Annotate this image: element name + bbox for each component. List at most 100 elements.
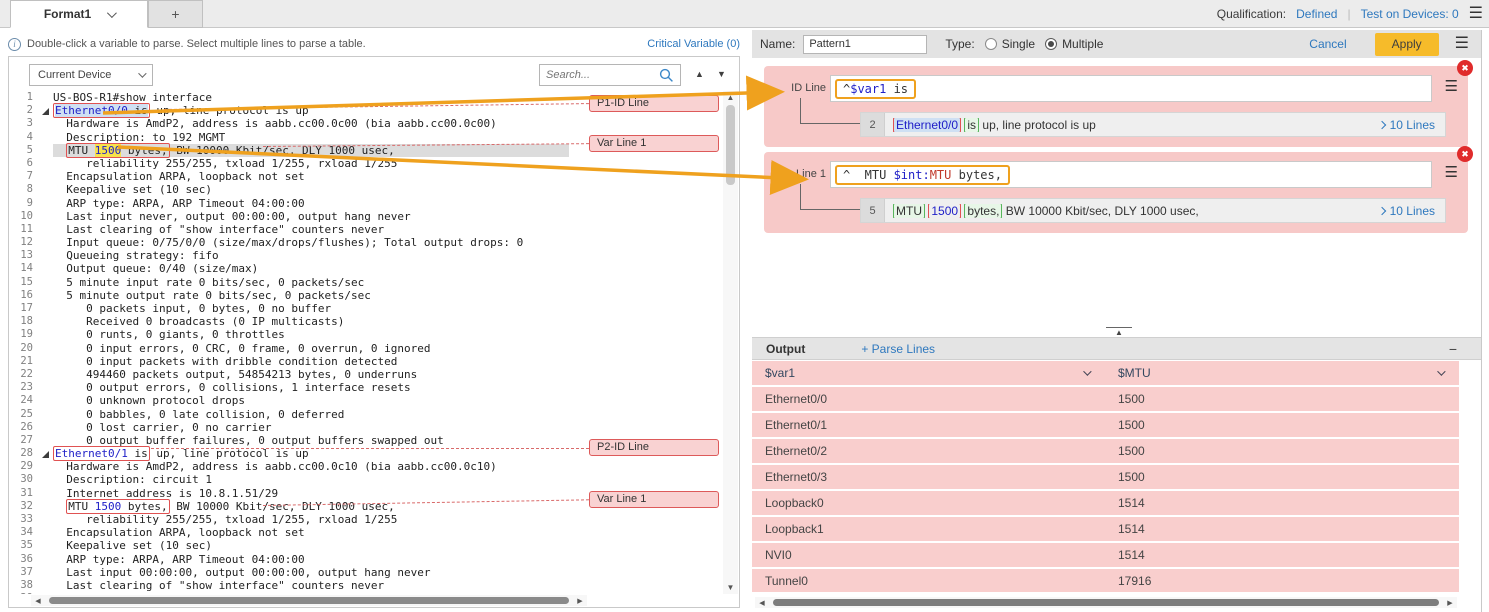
tab-format1-label: Format1: [44, 7, 91, 21]
tab-format1[interactable]: Format1: [10, 0, 148, 28]
critical-variable-link[interactable]: Critical Variable (0): [647, 38, 740, 50]
column-header[interactable]: $MTU: [1105, 366, 1459, 380]
output-cell: 1500: [1105, 392, 1459, 406]
code-line: 7 Encapsulation ARPA, loopback not set: [9, 170, 569, 183]
type-label: Type:: [945, 37, 974, 51]
type-multiple-radio[interactable]: [1045, 38, 1057, 50]
info-text: Double-click a variable to parse. Select…: [27, 38, 366, 50]
sample-line: 5 MTU 1500 bytes, BW 10000 Kbit/sec, DLY…: [860, 198, 1446, 223]
pattern-block-id-line: ✖ ID Line ^$var1 is ☰ 2 Ethernet0/0 is u…: [764, 66, 1468, 147]
tab-bar: Format1 + Qualification: Defined | Test …: [0, 0, 1489, 28]
output-table-row: Ethernet0/31500: [752, 465, 1459, 489]
scroll-left-icon[interactable]: ◀: [31, 597, 45, 605]
search-prev-button[interactable]: ▲: [695, 69, 704, 79]
output-title: Output: [766, 342, 805, 356]
type-multiple-label[interactable]: Multiple: [1062, 37, 1103, 51]
scrollbar-thumb[interactable]: [49, 597, 569, 604]
fold-marker-icon[interactable]: [42, 451, 49, 458]
pattern-block-var-line-1: ✖ Var Line 1 ^ MTU $int:MTU bytes, ☰ 5 M…: [764, 152, 1468, 233]
apply-button[interactable]: Apply: [1375, 33, 1439, 56]
chevron-down-icon[interactable]: [1083, 367, 1091, 375]
regex-menu-icon[interactable]: ☰: [1445, 79, 1458, 94]
cancel-button[interactable]: Cancel: [1309, 37, 1346, 51]
code-line: 38 Last clearing of "show interface" cou…: [9, 579, 569, 592]
output-table-row: Ethernet0/21500: [752, 439, 1459, 463]
parse-marker-label[interactable]: P2-ID Line: [589, 439, 719, 456]
column-header[interactable]: $var1: [752, 366, 1105, 380]
left-panel: i Double-click a variable to parse. Sele…: [8, 34, 740, 608]
pattern-regex-input[interactable]: ^$var1 is: [830, 75, 1432, 102]
output-cell: Ethernet0/3: [752, 470, 1105, 484]
lines-count-label: 10 Lines: [1390, 204, 1435, 218]
fold-marker-icon[interactable]: [42, 108, 49, 115]
chevron-right-icon: [1377, 206, 1385, 214]
type-single-label[interactable]: Single: [1002, 37, 1035, 51]
scroll-right-icon[interactable]: ▶: [1443, 599, 1457, 607]
remove-pattern-icon[interactable]: ✖: [1457, 60, 1473, 76]
search-icon[interactable]: [659, 68, 674, 83]
code-line: 30 Description: circuit 1: [9, 473, 569, 486]
code-line: 21 0 input packets with dribble conditio…: [9, 355, 569, 368]
parse-marker-label[interactable]: Var Line 1: [589, 135, 719, 152]
device-selector[interactable]: Current Device: [29, 64, 153, 86]
code-vertical-scrollbar[interactable]: ▲ ▼: [723, 91, 738, 594]
output-horizontal-scrollbar[interactable]: ◀ ▶: [755, 597, 1457, 608]
pattern-regex-input[interactable]: ^ MTU $int:MTU bytes,: [830, 161, 1432, 188]
sample-line-number: 2: [861, 113, 885, 136]
scroll-left-icon[interactable]: ◀: [755, 599, 769, 607]
top-menu-icon[interactable]: ☰: [1469, 6, 1483, 22]
chevron-down-icon[interactable]: [1437, 367, 1445, 375]
code-line: 18 Received 0 broadcasts (0 IP multicast…: [9, 315, 569, 328]
code-line: 6 reliability 255/255, txload 1/255, rxl…: [9, 157, 569, 170]
qualification-defined-link[interactable]: Defined: [1296, 7, 1337, 21]
output-table-row: NVI01514: [752, 543, 1459, 567]
minimize-icon[interactable]: −: [1449, 341, 1457, 357]
remove-pattern-icon[interactable]: ✖: [1457, 146, 1473, 162]
code-line: 13 Queueing strategy: fifo: [9, 249, 569, 262]
code-line: 25 0 babbles, 0 late collision, 0 deferr…: [9, 408, 569, 421]
lines-count-label: 10 Lines: [1390, 118, 1435, 132]
sample-line: 2 Ethernet0/0 is up, line protocol is up…: [860, 112, 1446, 137]
scroll-right-icon[interactable]: ▶: [573, 597, 587, 605]
connector-dashed-3: [151, 448, 589, 449]
code-line: 34 Encapsulation ARPA, loopback not set: [9, 526, 569, 539]
code-line: 20 0 input errors, 0 CRC, 0 frame, 0 ove…: [9, 342, 569, 355]
scroll-up-icon[interactable]: ▲: [723, 93, 738, 102]
regex-text: ^$var1 is: [843, 82, 908, 96]
type-single-radio[interactable]: [985, 38, 997, 50]
search-box[interactable]: [539, 64, 681, 86]
scrollbar-thumb[interactable]: [773, 599, 1439, 606]
parse-lines-link[interactable]: + Parse Lines: [861, 342, 935, 356]
parse-marker-label[interactable]: Var Line 1: [589, 491, 719, 508]
regex-highlight-box: ^ MTU $int:MTU bytes,: [835, 165, 1010, 185]
code-horizontal-scrollbar[interactable]: ◀ ▶: [31, 595, 587, 606]
code-line: 2Ethernet0/0 is up, line protocol is up: [9, 104, 569, 117]
parse-marker-label[interactable]: P1-ID Line: [589, 95, 719, 112]
regex-highlight-box: ^$var1 is: [835, 79, 916, 99]
test-on-devices-link[interactable]: Test on Devices: 0: [1361, 7, 1459, 21]
expand-lines-link[interactable]: 10 Lines: [1379, 118, 1435, 132]
elbow-connector: [800, 98, 860, 124]
cli-output-code[interactable]: 1US-BOS-R1#show interface2Ethernet0/0 is…: [9, 91, 569, 594]
pattern-panel: Name: Type: Single Multiple Cancel Apply…: [752, 30, 1482, 612]
output-cell: 1514: [1105, 548, 1459, 562]
pattern-menu-icon[interactable]: ☰: [1455, 36, 1469, 52]
code-line: 11 Last clearing of "show interface" cou…: [9, 223, 569, 236]
code-line: 28Ethernet0/1 is up, line protocol is up: [9, 447, 569, 460]
output-table-row: Loopback01514: [752, 491, 1459, 515]
output-cell: Tunnel0: [752, 574, 1105, 588]
chevron-down-icon[interactable]: [107, 8, 117, 18]
search-next-button[interactable]: ▼: [717, 69, 726, 79]
regex-menu-icon[interactable]: ☰: [1445, 165, 1458, 180]
output-cell: 1514: [1105, 522, 1459, 536]
divider: |: [1347, 7, 1350, 21]
code-line: 31 Internet address is 10.8.1.51/29: [9, 487, 569, 500]
search-input[interactable]: [546, 69, 659, 81]
expand-lines-link[interactable]: 10 Lines: [1379, 204, 1435, 218]
info-row: i Double-click a variable to parse. Sele…: [8, 34, 740, 54]
scroll-down-icon[interactable]: ▼: [723, 583, 738, 592]
output-cell: Loopback1: [752, 522, 1105, 536]
pattern-name-input[interactable]: [803, 35, 927, 54]
scrollbar-thumb[interactable]: [726, 105, 735, 185]
add-tab-button[interactable]: +: [148, 0, 203, 28]
